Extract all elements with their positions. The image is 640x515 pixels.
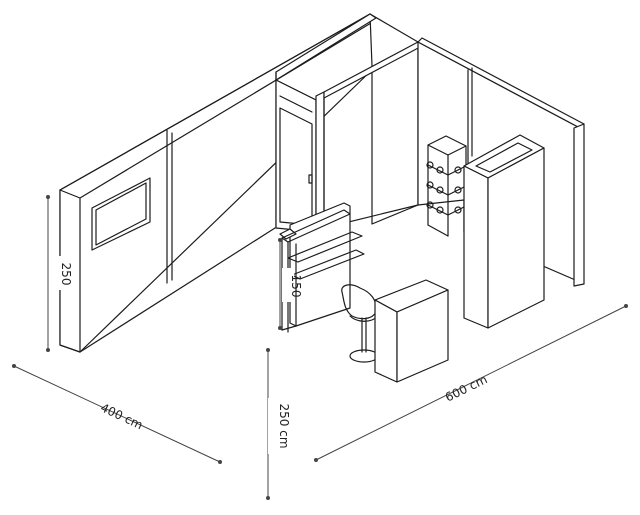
display-column: [463, 134, 545, 329]
front-height-label: 250 cm: [277, 403, 291, 448]
dimension-depth: [12, 364, 222, 464]
wall-picture-frame: [91, 177, 151, 251]
dimension-counter-height: [278, 238, 282, 330]
wall-height-label: 250: [59, 263, 73, 286]
partition-posts: [315, 41, 423, 235]
width-label: 600 cm: [443, 372, 490, 404]
door-handle-icon: [308, 174, 313, 184]
display-counter: [279, 202, 365, 333]
counter-height-label: 150: [289, 275, 303, 298]
reception-desk: [374, 279, 449, 383]
depth-label: 400 cm: [98, 401, 145, 433]
dimension-width: [314, 304, 628, 462]
storage-door: [275, 79, 317, 233]
